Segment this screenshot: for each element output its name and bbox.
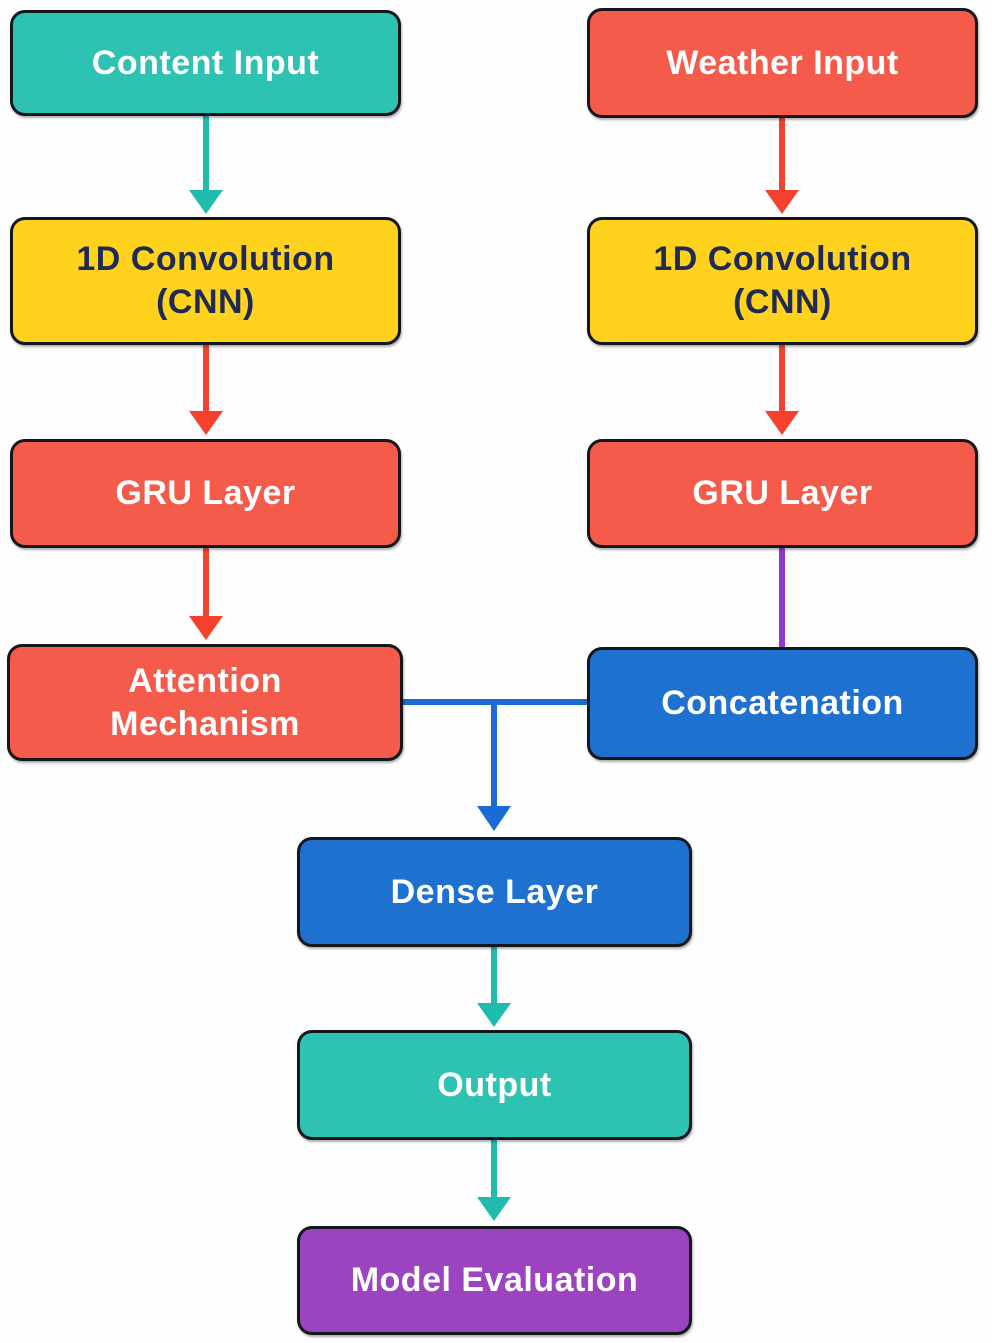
node-attention-mechanism-label: Attention Mechanism xyxy=(110,660,300,746)
node-conv-left-label: 1D Convolution (CNN) xyxy=(76,238,334,324)
node-weather-input-label: Weather Input xyxy=(666,42,899,85)
label-line: GRU Layer xyxy=(692,474,873,513)
node-gru-right-label: GRU Layer xyxy=(692,472,872,515)
node-model-evaluation-label: Model Evaluation xyxy=(351,1259,639,1302)
label-line: GRU Layer xyxy=(115,474,296,513)
node-content-input-label: Content Input xyxy=(92,42,319,85)
edge-weather-to-conv-arrowhead-icon xyxy=(765,190,799,214)
node-gru-left-label: GRU Layer xyxy=(115,472,295,515)
node-dense-layer: Dense Layer xyxy=(297,837,692,947)
edge-output-to-modeleval-arrowhead-icon xyxy=(477,1197,511,1221)
edge-convright-to-gruright-arrowhead-icon xyxy=(765,411,799,435)
label-line: Output xyxy=(437,1065,552,1104)
edge-gruleft-to-attention-arrowhead-icon xyxy=(189,616,223,640)
label-line: (CNN) xyxy=(156,283,255,321)
node-dense-layer-label: Dense Layer xyxy=(391,871,599,914)
node-attention-mechanism: Attention Mechanism xyxy=(7,644,403,761)
node-output: Output xyxy=(297,1030,692,1140)
label-line: Mechanism xyxy=(110,704,300,743)
label-line: Model Evaluation xyxy=(350,1261,639,1300)
node-model-evaluation: Model Evaluation xyxy=(297,1226,692,1335)
node-gru-right: GRU Layer xyxy=(587,439,978,548)
node-conv-left: 1D Convolution (CNN) xyxy=(10,217,401,345)
node-concatenation-label: Concatenation xyxy=(661,682,904,725)
label-line: Dense Layer xyxy=(390,872,599,911)
node-content-input: Content Input xyxy=(10,10,401,116)
label-line: 1D Convolution xyxy=(653,240,912,279)
edge-merge-to-dense-arrowhead-icon xyxy=(477,806,511,831)
label-line: Weather Input xyxy=(666,43,899,82)
edge-dense-to-output-arrowhead-icon xyxy=(477,1003,511,1027)
label-line: Attention xyxy=(128,661,282,700)
node-concatenation: Concatenation xyxy=(587,647,978,760)
label-line: Content Input xyxy=(91,43,320,82)
edge-convleft-to-gruleft-arrowhead-icon xyxy=(189,411,223,435)
node-output-label: Output xyxy=(437,1064,551,1107)
edge-content-to-conv-arrowhead-icon xyxy=(189,190,223,214)
label-line: 1D Convolution xyxy=(76,240,335,279)
node-gru-left: GRU Layer xyxy=(10,439,401,548)
node-conv-right: 1D Convolution (CNN) xyxy=(587,217,978,345)
label-line: Concatenation xyxy=(661,684,904,723)
label-line: (CNN) xyxy=(733,283,832,321)
node-conv-right-label: 1D Convolution (CNN) xyxy=(653,238,911,324)
node-weather-input: Weather Input xyxy=(587,8,978,118)
